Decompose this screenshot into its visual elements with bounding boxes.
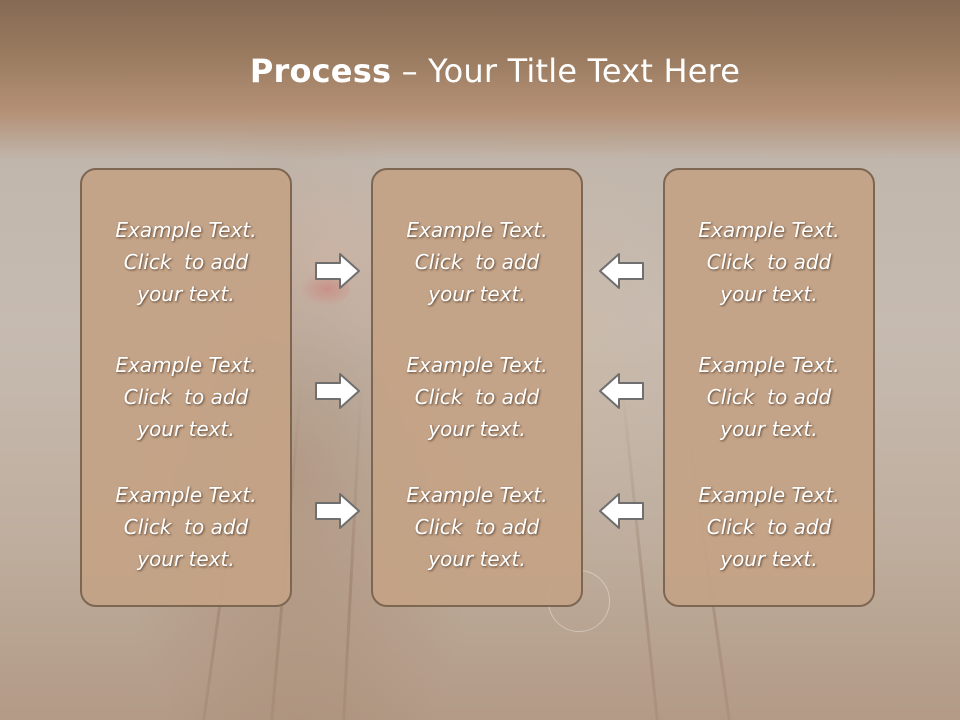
text-line: your text.	[428, 282, 526, 306]
text-line: Click to add	[706, 515, 832, 539]
left-arrow-icon	[599, 253, 644, 289]
text-line: Click to add	[123, 250, 249, 274]
text-line: Example Text.	[406, 483, 548, 507]
text-line: Click to add	[706, 250, 832, 274]
text-line: your text.	[137, 282, 235, 306]
text-line: your text.	[720, 282, 818, 306]
text-line: your text.	[720, 417, 818, 441]
right-arrow-icon	[315, 493, 360, 529]
right-arrow-icon	[315, 253, 360, 289]
left-arrow-icon	[599, 373, 644, 409]
text-line: Example Text.	[406, 218, 548, 242]
text-line: Click to add	[706, 385, 832, 409]
process-box-middle[interactable]: Example Text. Click to add your text. Ex…	[371, 168, 583, 607]
box-text-block[interactable]: Example Text. Click to add your text.	[373, 479, 581, 575]
left-arrow-icon	[599, 493, 644, 529]
right-arrow-icon	[315, 373, 360, 409]
text-line: Click to add	[123, 515, 249, 539]
box-text-block[interactable]: Example Text. Click to add your text.	[82, 349, 290, 445]
title-band	[0, 0, 960, 160]
box-text-block[interactable]: Example Text. Click to add your text.	[665, 349, 873, 445]
text-line: Example Text.	[698, 218, 840, 242]
text-line: Example Text.	[698, 483, 840, 507]
slide-title[interactable]: Process – Your Title Text Here	[0, 52, 960, 90]
hair-streak	[620, 379, 661, 720]
text-line: Example Text.	[698, 353, 840, 377]
process-box-right[interactable]: Example Text. Click to add your text. Ex…	[663, 168, 875, 607]
box-text-block[interactable]: Example Text. Click to add your text.	[373, 214, 581, 310]
text-line: your text.	[137, 417, 235, 441]
text-line: Example Text.	[406, 353, 548, 377]
hair-streak	[341, 379, 363, 720]
text-line: Example Text.	[115, 353, 257, 377]
text-line: Example Text.	[115, 483, 257, 507]
text-line: Click to add	[414, 515, 540, 539]
process-box-left[interactable]: Example Text. Click to add your text. Ex…	[80, 168, 292, 607]
text-line: your text.	[720, 547, 818, 571]
text-line: your text.	[428, 547, 526, 571]
text-line: Click to add	[414, 250, 540, 274]
box-text-block[interactable]: Example Text. Click to add your text.	[82, 479, 290, 575]
text-line: Click to add	[414, 385, 540, 409]
box-text-block[interactable]: Example Text. Click to add your text.	[665, 214, 873, 310]
title-rest-part: – Your Title Text Here	[391, 52, 741, 90]
text-line: Click to add	[123, 385, 249, 409]
box-text-block[interactable]: Example Text. Click to add your text.	[82, 214, 290, 310]
text-line: Example Text.	[115, 218, 257, 242]
box-text-block[interactable]: Example Text. Click to add your text.	[665, 479, 873, 575]
text-line: your text.	[428, 417, 526, 441]
title-bold-part: Process	[249, 52, 392, 90]
box-text-block[interactable]: Example Text. Click to add your text.	[373, 349, 581, 445]
text-line: your text.	[137, 547, 235, 571]
